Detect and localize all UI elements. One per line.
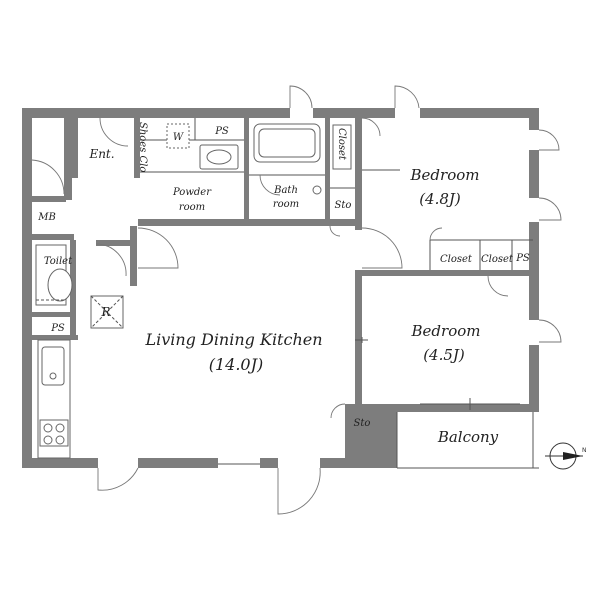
entrance-label: Ent. — [88, 147, 114, 161]
refrigerator-label: R — [100, 305, 110, 319]
pipe-space-top-label: PS — [214, 126, 229, 137]
doors — [31, 85, 562, 515]
powder-room-label-2: room — [179, 202, 205, 213]
bedroom-2-size: (4.5J) — [423, 346, 465, 364]
closet-vertical-label: Closet — [336, 128, 347, 161]
bedroom-1-size: (4.8J) — [419, 190, 461, 208]
compass-icon: N — [545, 442, 587, 470]
pipe-space-toilet-label: PS — [50, 323, 65, 334]
bedroom-2-name: Bedroom — [411, 322, 481, 340]
pipe-space-bedroom-label: PS — [515, 253, 530, 264]
balcony-label: Balcony — [437, 428, 499, 446]
storage-ldk-label: Sto — [354, 418, 371, 429]
meter-box-label: MB — [37, 212, 56, 223]
bath-room-label-2: room — [273, 199, 299, 210]
fixtures — [35, 118, 539, 469]
shoes-closet-label: Shoes Clo — [137, 122, 148, 172]
toilet-label: Toilet — [44, 256, 73, 267]
closet-bedroom-a-label: Closet — [440, 254, 473, 265]
ldk-name: Living Dining Kitchen — [144, 330, 322, 349]
walls — [22, 108, 539, 468]
closet-bedroom-b-label: Closet — [481, 254, 514, 265]
bath-room-label-1: Bath — [273, 185, 298, 196]
powder-room-label-1: Powder — [172, 187, 212, 198]
compass-north-label: N — [582, 447, 587, 454]
bedroom-1-name: Bedroom — [410, 166, 480, 184]
washer-label: W — [173, 132, 184, 143]
storage-bath-label: Sto — [335, 200, 352, 211]
ldk-size: (14.0J) — [209, 355, 264, 374]
